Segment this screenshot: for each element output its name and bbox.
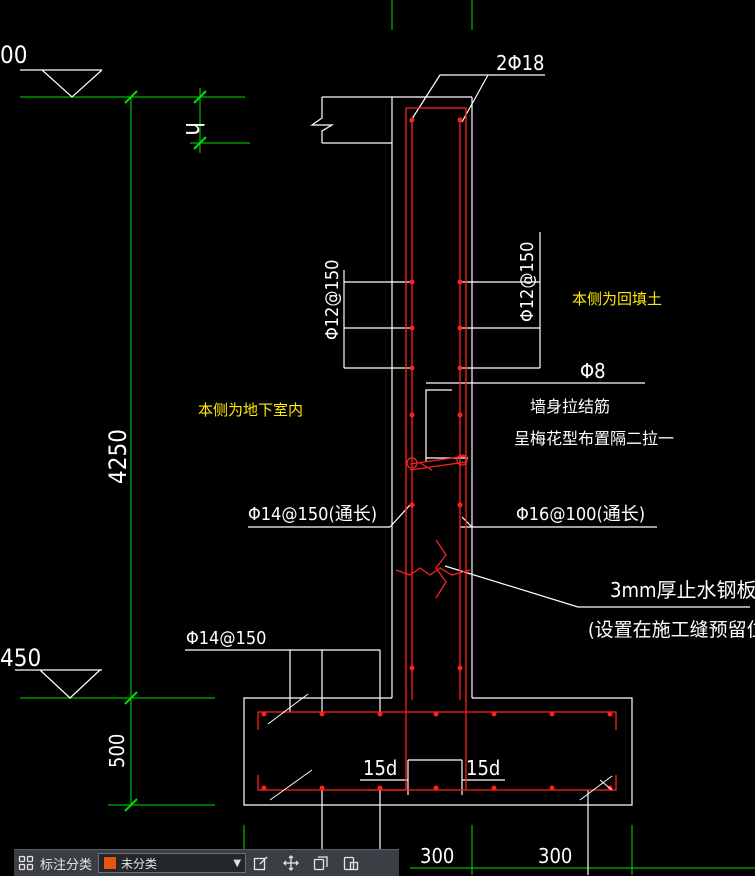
copy-icon bbox=[313, 856, 328, 871]
base-height-dimension: 500 bbox=[105, 734, 129, 768]
wall-height-dimension: 4250 bbox=[104, 429, 132, 484]
bottom-elevation-label: 450 bbox=[0, 644, 41, 672]
selected-category: 未分类 bbox=[121, 856, 158, 871]
copy-annotation-button[interactable] bbox=[306, 852, 336, 874]
hatch-marks bbox=[267, 693, 613, 801]
outer-vertical-bars: Φ16@100(通长) bbox=[516, 504, 645, 525]
anchor-length-left: 15d bbox=[363, 756, 397, 780]
edit-annotation-button[interactable] bbox=[246, 852, 276, 874]
category-grid-icon[interactable] bbox=[14, 852, 38, 874]
top-elevation-label: 00 bbox=[0, 41, 27, 69]
move-annotation-button[interactable] bbox=[276, 852, 306, 874]
waterstop-position-note: (设置在施工缝预留位置) bbox=[588, 619, 755, 641]
top-bars-label: 2Φ18 bbox=[496, 51, 545, 75]
footing-bars-label: Φ14@150 bbox=[186, 628, 266, 649]
bottom-dim-middle: 300 bbox=[420, 844, 454, 868]
dimension-ticks bbox=[124, 90, 207, 812]
labels: 00 450 h 4250 500 300 300 300 2Φ18 Φ12@1… bbox=[0, 41, 755, 871]
interior-side-note: 本侧为地下室内 bbox=[198, 401, 303, 419]
annotation-toolbar: 标注分类 未分类 ▼ bbox=[14, 849, 399, 876]
anchor-length-right: 15d bbox=[466, 756, 500, 780]
chevron-down-icon: ▼ bbox=[233, 857, 242, 869]
backfill-side-note: 本侧为回填土 bbox=[572, 290, 662, 308]
annotation-category-select[interactable]: 未分类 ▼ bbox=[98, 853, 247, 873]
waterstop-label: 3mm厚止水钢板 bbox=[610, 578, 755, 602]
move-icon bbox=[283, 855, 299, 871]
rebar-dots bbox=[261, 117, 613, 791]
paste-annotation-button[interactable] bbox=[336, 852, 366, 874]
category-color-swatch bbox=[103, 856, 118, 870]
tie-note-line1: 墙身拉结筋 bbox=[530, 397, 610, 416]
tie-bar-size: Φ8 bbox=[580, 359, 606, 383]
annotation-category-label: 标注分类 bbox=[40, 857, 93, 873]
inner-vertical-bars: Φ14@150(通长) bbox=[248, 504, 377, 525]
right-distribution-bars: Φ12@150 bbox=[517, 242, 538, 322]
bottom-dim-right: 300 bbox=[538, 844, 572, 868]
rebar bbox=[257, 107, 617, 791]
dimension-lines bbox=[20, 0, 755, 875]
paste-icon bbox=[343, 856, 359, 871]
h-dimension-label: h bbox=[180, 122, 208, 136]
tie-note-line2: 呈梅花型布置隔二拉一 bbox=[514, 429, 674, 448]
edit-icon bbox=[253, 856, 268, 871]
left-distribution-bars: Φ12@150 bbox=[322, 260, 343, 340]
wall-outline bbox=[15, 69, 750, 875]
